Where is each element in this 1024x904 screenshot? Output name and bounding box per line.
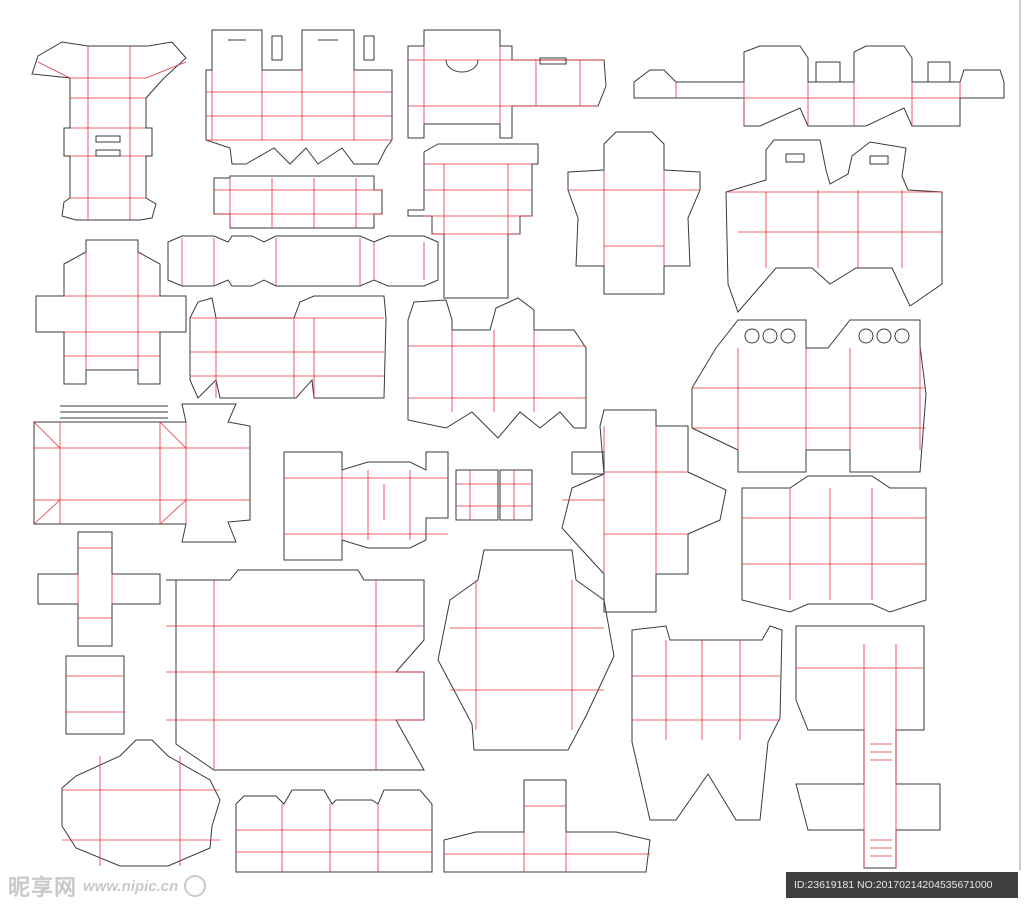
box-die-14 [33, 403, 251, 543]
box-die-8 [725, 139, 943, 313]
box-die-7 [567, 131, 701, 295]
box-die-24 [235, 789, 433, 873]
box-die-13 [691, 319, 927, 473]
watermark: 昵享网 www.nipic.cn [8, 872, 207, 901]
box-die-18 [37, 531, 161, 735]
box-die-21 [631, 625, 783, 821]
watermark-url: www.nipic.cn [83, 877, 179, 895]
box-die-3 [407, 29, 607, 139]
box-die-10 [167, 235, 439, 287]
box-die-15 [283, 451, 533, 561]
id-strip: ID:23619181 NO:20170214204535671000 [786, 872, 1018, 898]
box-die-19 [166, 569, 425, 771]
box-die-6 [407, 143, 539, 299]
nipic-logo-icon [184, 875, 207, 897]
box-die-22 [795, 625, 941, 869]
box-die-2 [205, 29, 393, 165]
watermark-brand: 昵享网 [8, 876, 78, 901]
box-die-5 [213, 175, 383, 229]
id-text: ID:23619181 NO:20170214204535671000 [794, 879, 993, 891]
box-die-20 [437, 549, 615, 751]
box-die-25 [443, 779, 651, 873]
box-die-9 [35, 239, 187, 385]
box-die-16 [561, 409, 727, 613]
box-die-4 [633, 45, 1005, 127]
box-die-11 [189, 295, 387, 399]
box-die-23 [61, 739, 221, 867]
box-die-1 [31, 41, 187, 221]
box-die-12 [407, 297, 587, 439]
box-die-17 [741, 475, 927, 613]
